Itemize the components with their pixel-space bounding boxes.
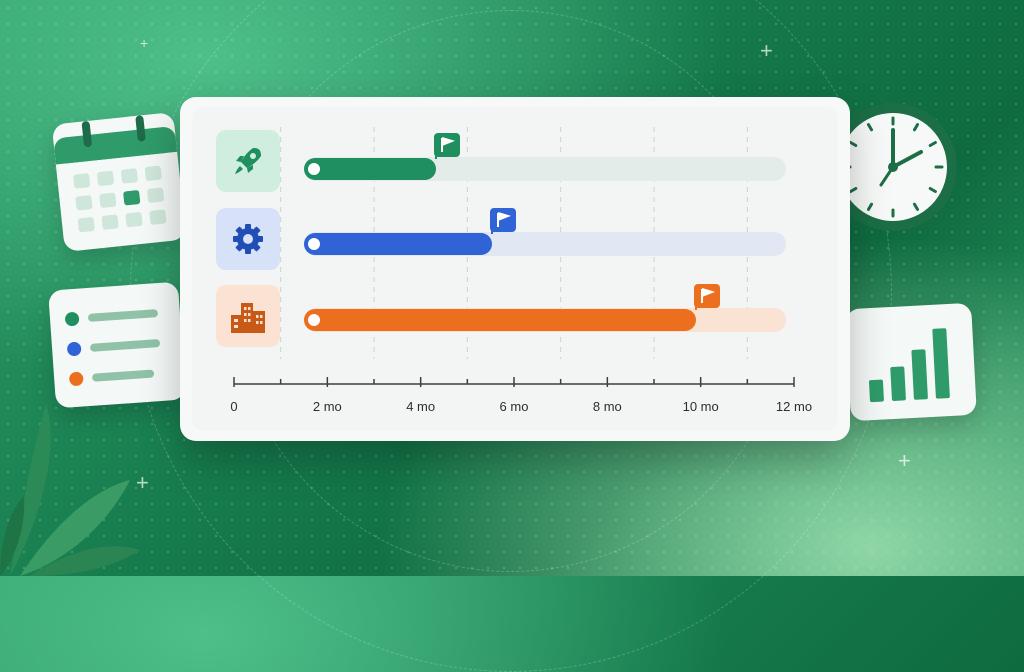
flag-glyph [701,288,716,303]
x-tick-label: 4 mo [406,399,436,414]
flag-icon [490,208,516,232]
timeline-bar [304,233,492,255]
sparkle-icon: + [898,448,911,473]
x-tick-label: 10 mo [682,399,719,414]
gantt-chart [233,127,795,387]
buildings-icon [216,285,280,347]
bar-chart-icon [845,302,977,422]
sparkle-icon: + [136,470,149,495]
x-tick-label: 8 mo [592,399,622,414]
sparkle-icon: + [140,35,149,51]
x-tick-label: 6 mo [499,399,529,414]
rocket-icon [216,130,280,192]
timeline-bar [304,309,696,331]
flag-icon [694,284,720,308]
clock-icon [826,100,960,234]
x-tick-label: 2 mo [312,399,342,414]
timeline-panel: 0 2 mo 4 mo 6 mo 8 mo 10 mo 12 mo [180,97,850,441]
bar-start-handle [306,236,322,252]
flag-icon [434,133,460,157]
bar-start-handle [306,161,322,177]
flag-glyph [497,212,512,227]
bar-start-handle [306,312,322,328]
sparkle-icon: + [760,38,773,63]
x-tick-label: 0 [230,399,238,414]
list-icon [48,281,186,409]
leaf-icon [0,400,150,576]
calendar-icon [51,111,187,253]
x-tick-label: 12 mo [775,399,813,414]
flag-glyph [441,137,456,152]
gear-icon [216,208,280,270]
timeline-bar [304,158,436,180]
